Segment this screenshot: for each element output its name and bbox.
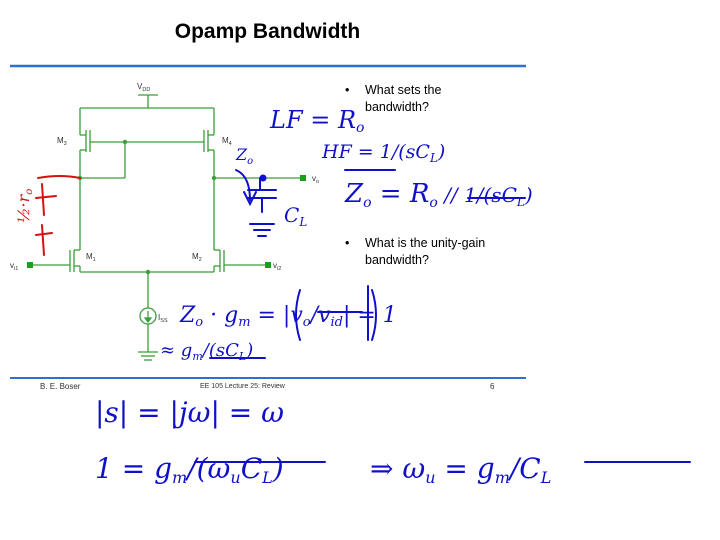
arrow-stroke	[235, 169, 251, 201]
eq-zo-node: Zo	[235, 145, 253, 167]
paren-open	[295, 289, 301, 341]
vi1-pin	[27, 262, 33, 268]
vi2-pin	[265, 262, 271, 268]
vi1-label: vi1	[10, 261, 18, 272]
iss-arrow-icon	[143, 311, 153, 323]
red-annotation	[35, 175, 81, 256]
eq-unity: 1 = gm/(ωuCL)	[95, 452, 284, 487]
bullet-text: What is the unity-gain bandwidth?	[365, 236, 486, 267]
slide-title: Opamp Bandwidth	[174, 20, 361, 43]
eq-wu: ⇒ ωu = gm/CL	[370, 452, 551, 487]
eq-approx: ≈ gm/(sCL)	[160, 340, 253, 363]
eq-hf: HF = 1/(sCL)	[321, 141, 445, 165]
m2-label: M2	[192, 252, 202, 263]
footer-page-number: 6	[490, 382, 495, 391]
vdd-label: VDD	[137, 82, 150, 93]
vo-label: vo	[312, 174, 319, 185]
bullet-unity-gain: • What is the unity-gain bandwidth?	[345, 235, 505, 269]
iss-label: ISS	[158, 313, 168, 324]
eq-lf: LF = Ro	[269, 106, 364, 136]
vi2-label: vi2	[273, 261, 281, 272]
vo-pin	[300, 175, 306, 181]
eq-zo-gm: Zo · gm = |vo/vid| = 1	[179, 303, 397, 330]
bullet-dot: •	[345, 236, 350, 250]
arrow-head-icon	[243, 191, 257, 207]
eq-cl: CL	[284, 203, 307, 229]
handwritten-strokes	[194, 169, 691, 463]
m3-label: M3	[57, 136, 67, 147]
footer-author: B. E. Boser	[40, 382, 81, 391]
bullet-dot: •	[345, 83, 350, 97]
eq-red-ro: ½·ro	[14, 189, 35, 223]
paren-close	[371, 289, 377, 341]
bullet-text: What sets the bandwidth?	[365, 83, 442, 114]
eq-zo: Zo = Ro // 1/(sCL)	[344, 179, 533, 211]
bullet-bandwidth: • What sets the bandwidth?	[345, 82, 485, 116]
output-node-mark	[259, 174, 267, 182]
eq-abs-s: |s| = |jω| = ω	[95, 396, 284, 429]
terminal-pins	[27, 175, 306, 268]
m1-label: M1	[86, 252, 96, 263]
handwritten-equations: LF = Ro HF = 1/(sCL) Zo = Ro // 1/(sCL) …	[95, 106, 551, 487]
m4-label: M4	[222, 136, 232, 147]
footer-course: EE 105 Lecture 25: Review	[200, 383, 285, 390]
opamp-schematic	[30, 94, 300, 361]
